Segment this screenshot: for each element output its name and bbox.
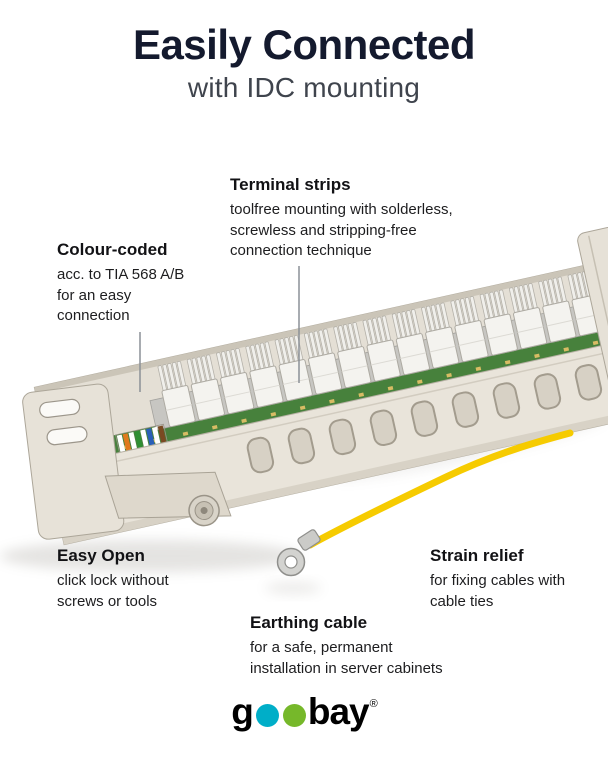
easy-open-heading: Easy Open: [57, 546, 145, 565]
page-subtitle: with IDC mounting: [187, 72, 421, 104]
colour-code-sticker: [115, 423, 169, 454]
ring-terminal-hole: [284, 555, 298, 569]
left-mounting-ear: [22, 383, 125, 540]
earthing-cable-heading: Earthing cable: [250, 613, 368, 632]
colour-coded-heading: Colour-coded: [57, 240, 168, 259]
logo-letters-bay: bay: [307, 691, 370, 732]
ear-hole-bottom: [46, 426, 88, 446]
crimp-barrel: [297, 529, 321, 551]
callout-strain-relief: Strain relief for fixing cables with cab…: [430, 546, 600, 612]
colour-coded-body: acc. to TIA 568 A/B for an easy connecti…: [57, 266, 185, 325]
ear-hole-top: [39, 398, 81, 419]
easy-open-body: click lock without screws or tools: [57, 572, 169, 610]
shelf-edge-line: [48, 332, 608, 478]
easy-open-bracket: [104, 471, 232, 527]
yellow-cable: [306, 429, 574, 549]
terminal-strips-body: toolfree mounting with solderless, screw…: [230, 201, 453, 260]
logo-o-blue-icon: [255, 703, 279, 727]
page-title: Easily Connected: [132, 21, 476, 68]
header: Easily Connected with IDC mounting: [0, 21, 608, 104]
pcb-strip: [106, 309, 608, 457]
panel-top-flange: [34, 240, 608, 394]
strain-relief-body: for fixing cables with cable ties: [430, 572, 566, 610]
logo-registered-mark: ®: [369, 698, 378, 710]
callout-terminal-strips: Terminal strips toolfree mounting with s…: [230, 175, 490, 262]
callout-lines: [139, 266, 300, 392]
earthing-cable-body: for a safe, permanent installation in se…: [250, 639, 443, 677]
earthing-cable-graphic: [276, 429, 574, 577]
callout-earthing-cable: Earthing cable for a safe, permanent ins…: [250, 613, 480, 679]
callout-easy-open: Easy Open click lock without screws or t…: [57, 546, 227, 612]
logo-o-green-icon: [282, 703, 306, 727]
right-mounting-ear: [577, 213, 608, 425]
terminal-strips-heading: Terminal strips: [230, 175, 351, 194]
pcb-solder-pads: [124, 323, 608, 449]
strain-relief-heading: Strain relief: [430, 546, 524, 565]
callout-colour-coded: Colour-coded acc. to TIA 568 A/B for an …: [57, 240, 222, 327]
goobay-logo: g bay ®: [0, 688, 608, 736]
strain-relief-slots: [246, 364, 603, 474]
logo-letter-g: g: [231, 691, 254, 732]
